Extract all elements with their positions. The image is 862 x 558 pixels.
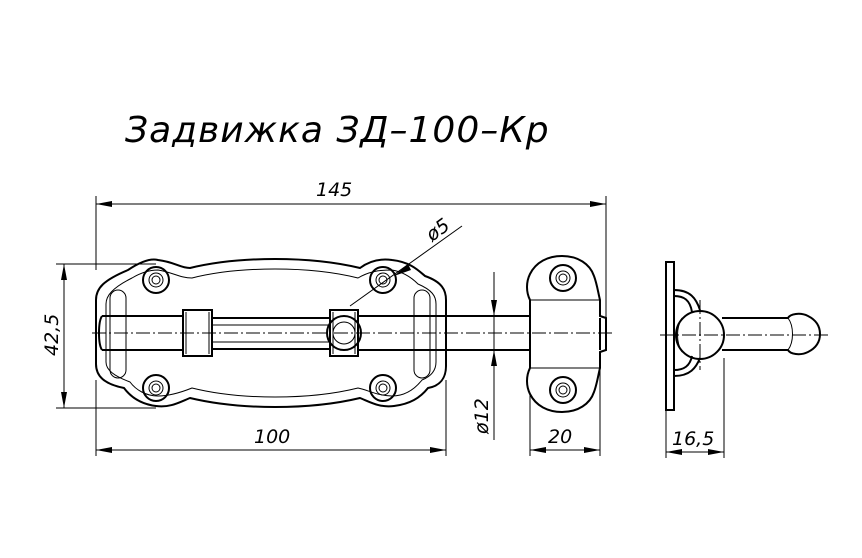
drawing-title: Задвижка ЗД–100–Кр bbox=[125, 110, 550, 151]
base-plate bbox=[95, 258, 447, 408]
dimension-overall-length: 145 bbox=[95, 179, 607, 318]
dimension-42-5-label: 42,5 bbox=[41, 314, 63, 356]
plate-screw-holes bbox=[142, 266, 397, 402]
dimension-100-label: 100 bbox=[254, 426, 290, 448]
bolt-guides bbox=[182, 309, 359, 357]
keeper-bracket bbox=[526, 254, 607, 414]
side-view bbox=[665, 261, 822, 411]
dimension-20-label: 20 bbox=[548, 426, 572, 448]
dimension-side-depth: 16,5 bbox=[665, 358, 725, 458]
screw-hole-bottom-left bbox=[142, 374, 170, 402]
sliding-bolt bbox=[98, 315, 530, 351]
dimension-145-label: 145 bbox=[316, 179, 352, 201]
dimension-o5-label: ø5 bbox=[421, 214, 454, 246]
screw-hole-bottom-right bbox=[369, 374, 397, 402]
center-lines bbox=[92, 300, 828, 370]
dimension-16-5-label: 16,5 bbox=[672, 428, 714, 450]
dimension-plate-length: 100 bbox=[95, 380, 447, 456]
dimension-height: 42,5 bbox=[41, 263, 156, 409]
dimension-keeper-width: 20 bbox=[529, 368, 601, 456]
screw-hole-top-left bbox=[142, 266, 170, 294]
dimension-bolt-diameter: ø12 bbox=[471, 272, 497, 440]
dimension-o12-label: ø12 bbox=[471, 398, 493, 435]
